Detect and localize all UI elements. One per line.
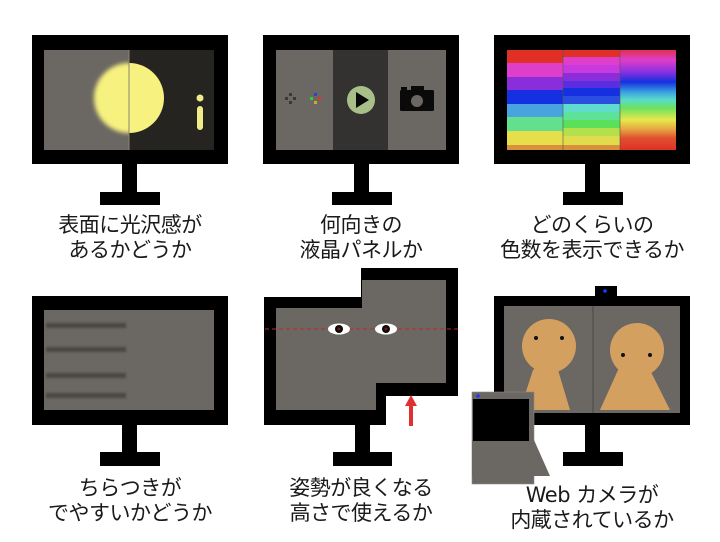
monitor-stand-base xyxy=(333,452,392,466)
gamepad-dpad-icon xyxy=(285,93,296,104)
light-reflection-sharp xyxy=(129,63,164,133)
caption-glossy: 表面に光沢感が あるかどうか xyxy=(58,213,202,262)
caption-flicker: ちらつきが でやすいかどうか xyxy=(48,476,213,525)
camera-icon xyxy=(400,86,434,111)
webcam-icon xyxy=(595,286,617,298)
light-reflection-blurred xyxy=(94,63,129,133)
color-column-8-levels xyxy=(507,50,563,150)
color-column-full-gradient xyxy=(620,50,676,150)
monitor-stand-base xyxy=(100,452,160,466)
monitor-stand-neck xyxy=(585,163,600,193)
monitor-stand-neck xyxy=(585,424,600,454)
laptop-camera xyxy=(476,394,480,398)
caption-color-count: どのくらいの 色数を表示できるか xyxy=(499,213,685,262)
monitor-stand-neck xyxy=(354,163,369,193)
info-icon xyxy=(196,94,204,130)
caption-webcam: Web カメラが 内蔵されているか xyxy=(510,483,674,532)
gamepad-buttons-icon xyxy=(310,93,321,104)
monitor-stand-base xyxy=(100,192,160,205)
monitor-stand-neck xyxy=(122,163,137,193)
monitor-stand-neck xyxy=(122,424,137,454)
caption-height-adjust: 姿勢が良くなる 高さで使えるか xyxy=(289,476,433,525)
monitor-stand-neck xyxy=(355,425,370,453)
flicker-line xyxy=(46,393,126,398)
person-icon xyxy=(600,323,670,410)
up-arrow-icon xyxy=(405,395,417,426)
flicker-line xyxy=(46,373,126,378)
flicker-line xyxy=(46,347,126,352)
laptop-icon xyxy=(471,391,550,485)
monitor-stand-base xyxy=(563,452,623,466)
eye-icon xyxy=(375,323,397,335)
play-icon xyxy=(347,86,375,114)
eye-icon xyxy=(328,323,350,335)
color-column-16-levels xyxy=(563,50,620,150)
monitor-stand-base xyxy=(563,192,623,205)
caption-panel-type: 何向きの 液晶パネルか xyxy=(299,213,424,262)
monitor-stand-base xyxy=(332,192,392,205)
flicker-line xyxy=(46,323,126,328)
